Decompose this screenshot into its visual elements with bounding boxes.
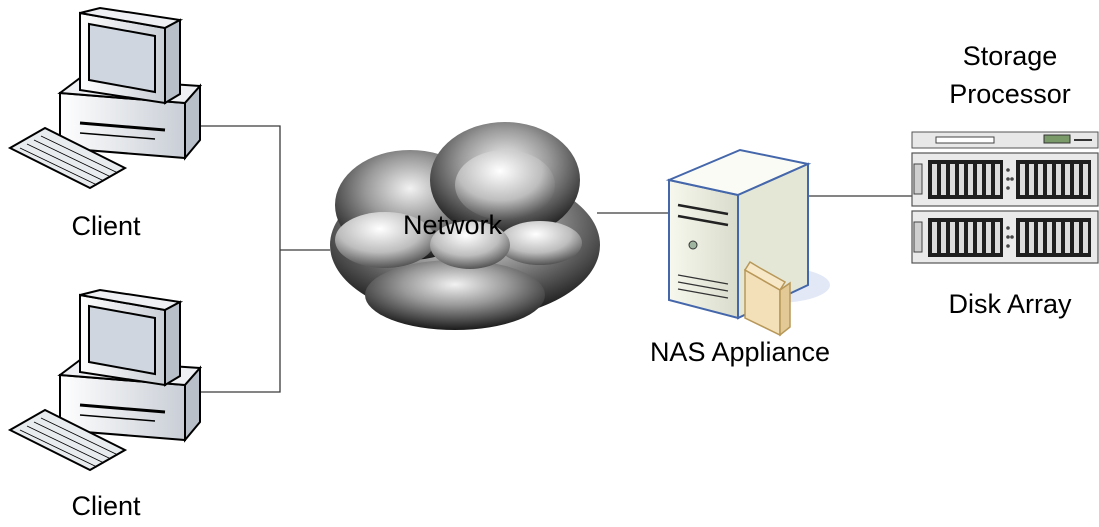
- disk-array-label: Disk Array: [948, 289, 1072, 319]
- storage-processor-label-line2: Processor: [949, 79, 1071, 109]
- disk-shelf-2: [911, 210, 1099, 264]
- nas-appliance-label: NAS Appliance: [649, 337, 831, 367]
- folder-icon: [743, 260, 791, 337]
- link-client-bottom: [200, 250, 281, 393]
- nas-server-icon: [665, 148, 830, 337]
- storage-processor-label-line1: Storage: [962, 41, 1058, 71]
- link-client-top: [200, 125, 281, 250]
- network-label: Network: [403, 210, 503, 240]
- storage-processor-unit: [911, 131, 1099, 149]
- disk-shelf-1: [911, 152, 1099, 207]
- network-cloud-icon: [330, 122, 600, 330]
- client-top-label: Client: [71, 211, 141, 241]
- connection-lines: [200, 125, 912, 393]
- storage-rack-icon: [911, 131, 1099, 264]
- client-bottom-computer-icon: [7, 288, 203, 472]
- client-bottom-label: Client: [71, 491, 141, 521]
- client-top-computer-icon: [7, 6, 203, 190]
